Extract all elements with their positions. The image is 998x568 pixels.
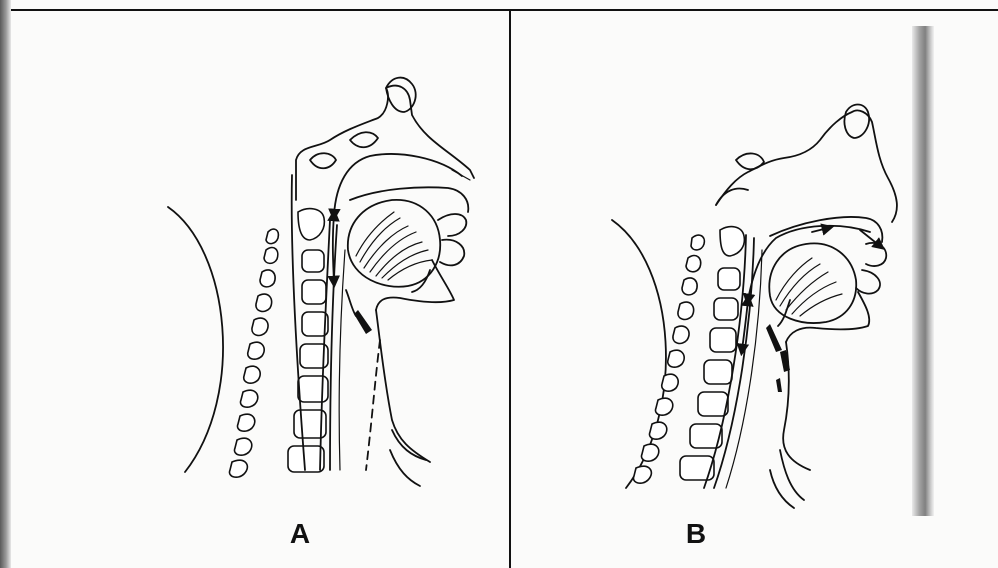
- skull-base-a: [296, 86, 474, 200]
- panel-label-a: A: [280, 518, 320, 550]
- vertebral-bodies-a: [288, 209, 328, 472]
- airflow-arrow-a: [334, 154, 462, 215]
- panel-frame: [11, 10, 998, 568]
- airflow-arrow-b: [748, 226, 870, 300]
- panel-a-illustration: [168, 78, 474, 486]
- tongue-a: [348, 200, 440, 287]
- spinous-processes-a: [229, 229, 278, 477]
- panel-b-illustration: [612, 105, 897, 509]
- panel-label-b: B: [676, 518, 716, 550]
- tongue-b: [769, 243, 856, 323]
- head-arc-a: [168, 207, 223, 472]
